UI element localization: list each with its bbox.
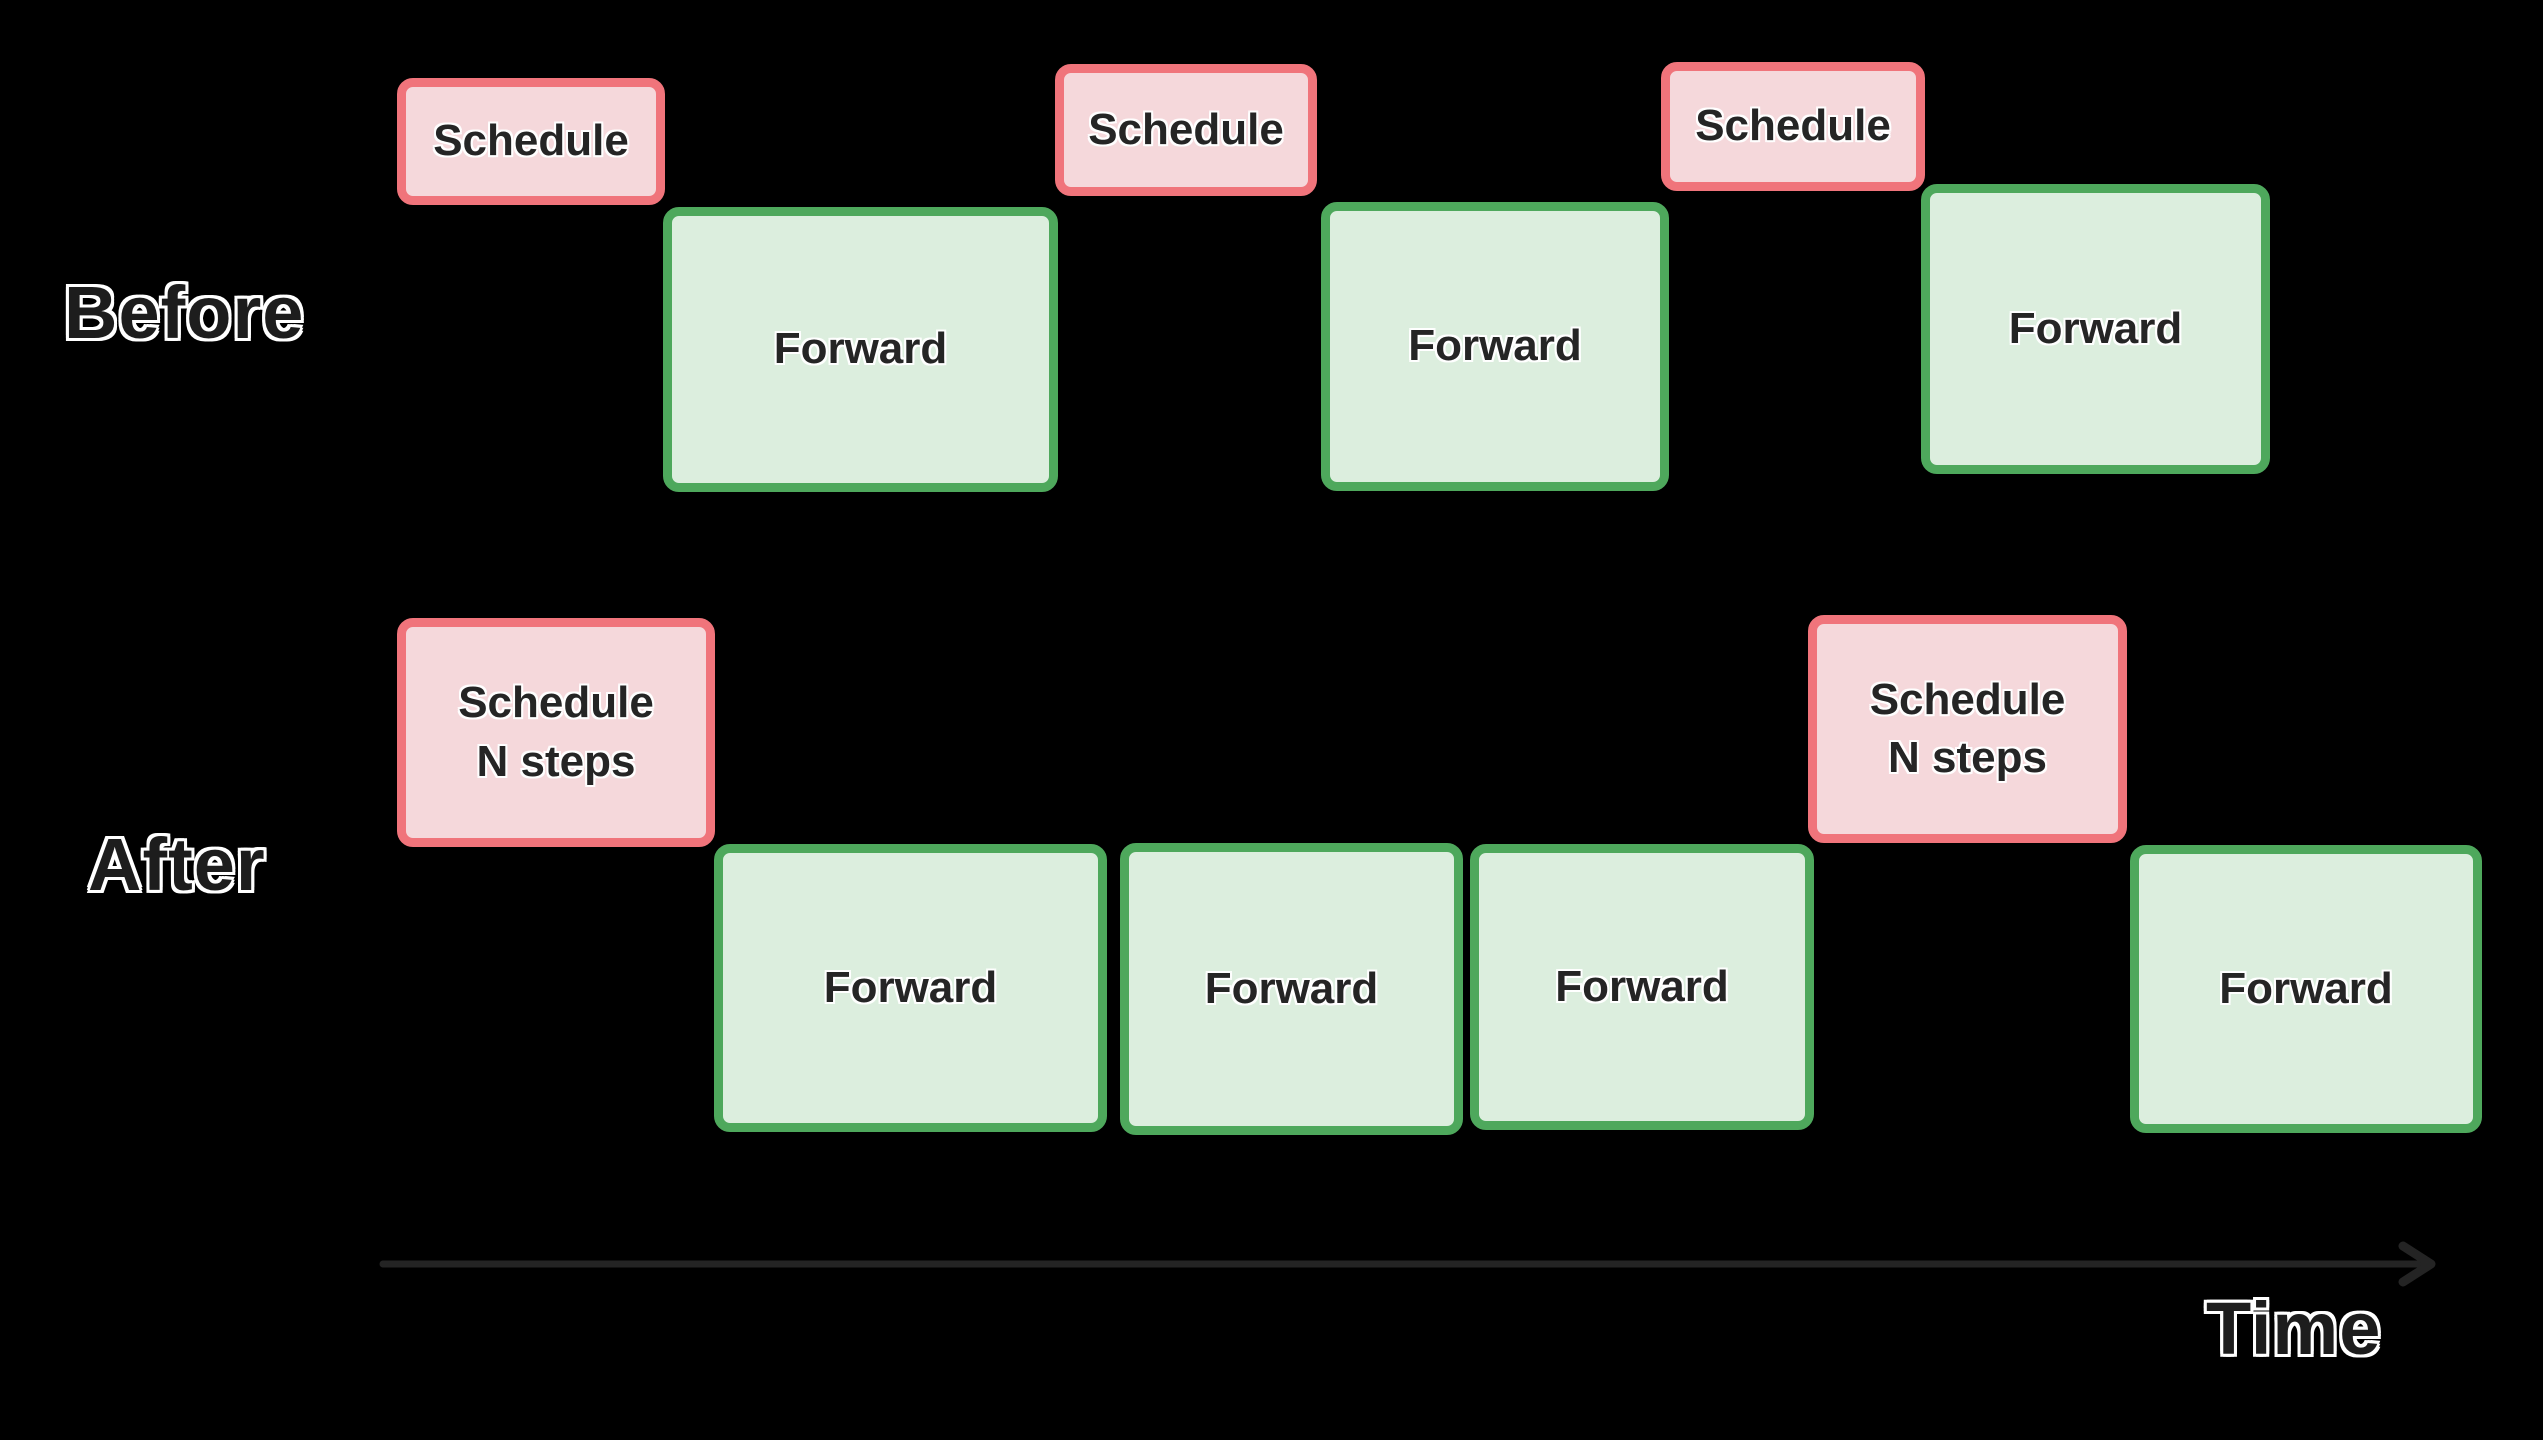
- forward-box-label: Forward: [1555, 961, 1729, 1011]
- time-axis-label: Time: [2206, 1287, 2382, 1370]
- schedule-n-steps-box: Schedule N steps: [1808, 615, 2127, 843]
- forward-box-label: Forward: [1204, 963, 1379, 1013]
- forward-box: Forward: [1921, 184, 2270, 474]
- forward-box-label: Forward: [2219, 963, 2393, 1013]
- forward-box: Forward: [2130, 845, 2482, 1133]
- forward-box: Forward: [714, 844, 1107, 1132]
- schedule-box: Schedule: [397, 78, 665, 205]
- forward-box: Forward: [1321, 202, 1669, 491]
- forward-box: Forward: [1470, 844, 1814, 1130]
- schedule-n-steps-box: Schedule N steps: [397, 618, 715, 847]
- forward-box-label: Forward: [773, 324, 948, 374]
- after-row-label: After: [88, 823, 266, 906]
- forward-box-label: Forward: [823, 962, 998, 1012]
- schedule-box: Schedule: [1055, 64, 1317, 196]
- schedule-box-label: Schedule: [1695, 101, 1891, 151]
- schedule-n-steps-box-label: Schedule N steps: [1869, 674, 2066, 782]
- schedule-n-steps-box-label: Schedule N steps: [458, 678, 654, 786]
- schedule-box: Schedule: [1661, 62, 1925, 191]
- schedule-box-label: Schedule: [433, 116, 629, 166]
- before-row-label: Before: [64, 271, 305, 354]
- forward-box-label: Forward: [2008, 303, 2183, 353]
- forward-box: Forward: [663, 207, 1058, 492]
- schedule-box-label: Schedule: [1088, 104, 1284, 154]
- forward-box: Forward: [1120, 843, 1463, 1135]
- forward-box-label: Forward: [1408, 321, 1582, 371]
